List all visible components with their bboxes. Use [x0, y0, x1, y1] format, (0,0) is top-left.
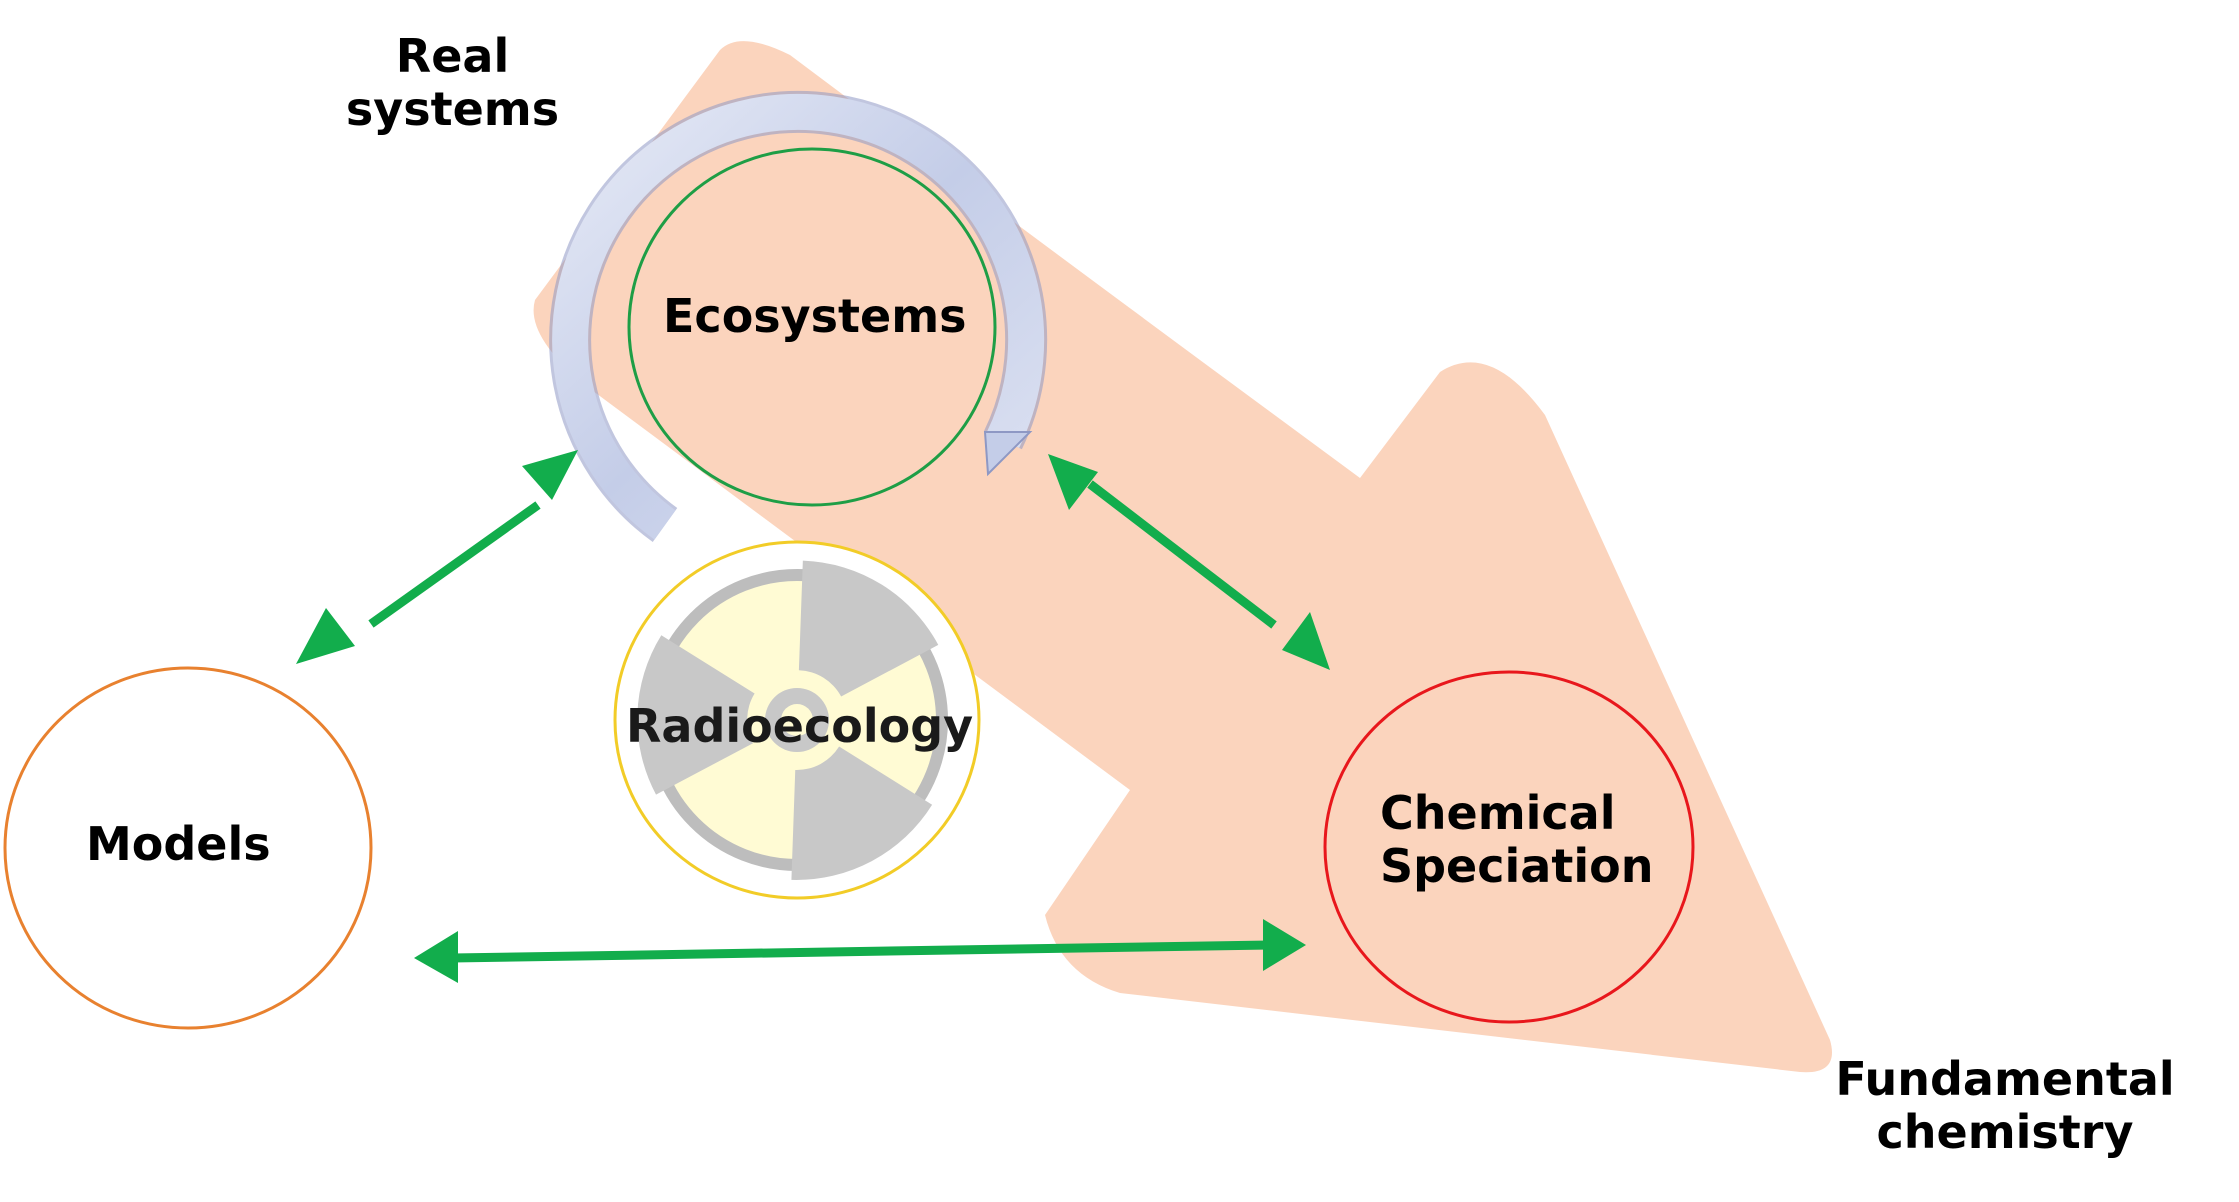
label-real-systems-line2: systems — [345, 81, 560, 136]
cycle-arrow-icon — [549, 90, 1048, 543]
label-real-systems: Real systems — [340, 30, 565, 136]
label-models: Models — [86, 817, 271, 871]
label-chemical-speciation: Chemical Speciation — [1380, 787, 1653, 893]
label-real-systems-line1: Real — [395, 29, 510, 83]
label-chemical-speciation-line1: Chemical — [1380, 786, 1616, 840]
arrow-ecosystems-chemical-speciation — [1048, 454, 1330, 670]
label-fundamental-chemistry-line2: chemistry — [1876, 1104, 2134, 1159]
label-chemical-speciation-line2: Speciation — [1380, 838, 1654, 893]
label-radioecology: Radioecology — [626, 699, 974, 753]
ecosystems-circle — [627, 147, 997, 507]
models-circle — [3, 666, 373, 1030]
label-fundamental-chemistry-line1: Fundamental — [1835, 1052, 2175, 1106]
chemical-speciation-circle — [1323, 670, 1695, 1024]
arrow-models-chemical-speciation — [414, 919, 1306, 983]
radiation-trefoil-icon — [637, 560, 948, 880]
radioecology-emblem — [613, 540, 981, 900]
label-ecosystems: Ecosystems — [663, 289, 967, 343]
label-fundamental-chemistry: Fundamental chemistry — [1820, 1053, 2190, 1159]
arrow-ecosystems-models — [296, 450, 578, 664]
